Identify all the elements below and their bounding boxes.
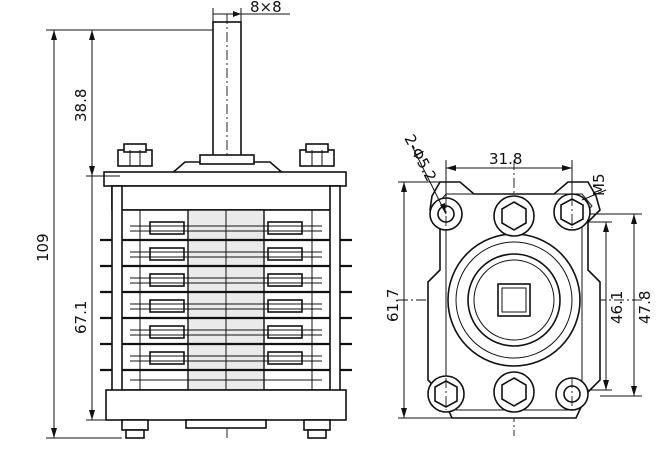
hex-nut-bottom-left xyxy=(427,375,465,413)
body-height-label: 67.1 xyxy=(72,301,90,334)
shaft-length-dimension: 38.8 xyxy=(72,30,120,177)
shaft-size-dimension: 8×8 xyxy=(212,0,290,22)
hex-nut-bottom xyxy=(493,371,535,413)
thread-callout: M5 xyxy=(581,174,608,201)
thread-label: M5 xyxy=(590,174,608,197)
body-height-dimension: 67.1 xyxy=(72,176,106,421)
plate-height-label: 47.8 xyxy=(636,291,654,324)
top-stud-left xyxy=(117,143,153,167)
terminal-pins xyxy=(100,221,352,381)
hex-nut-top xyxy=(493,195,535,237)
total-height-label: 109 xyxy=(34,233,52,262)
overall-height-dimension: 61.7 xyxy=(384,181,452,419)
mount-hole-label: 2-Φ5.2 xyxy=(400,131,440,184)
horizontal-spacing-dimension: 31.8 xyxy=(445,150,573,198)
vertical-spacing-dimension: 46.1 xyxy=(588,221,626,391)
shaft-square xyxy=(497,283,531,317)
shaft-size-label: 8×8 xyxy=(250,0,282,16)
total-height-dimension: 109 xyxy=(34,29,213,439)
wafer-stack xyxy=(100,185,352,407)
plate-height-dimension: 47.8 xyxy=(590,213,654,397)
front-view: 2-Φ5.2 31.8 M5 61.7 xyxy=(384,131,654,436)
top-stud-right xyxy=(299,143,335,167)
shaft-length-label: 38.8 xyxy=(72,89,90,122)
overall-height-label: 61.7 xyxy=(384,289,402,322)
horizontal-spacing-label: 31.8 xyxy=(489,150,522,168)
side-view: 8×8 xyxy=(34,0,352,440)
vertical-spacing-label: 46.1 xyxy=(608,291,626,324)
hex-nut-top-right xyxy=(553,193,591,231)
